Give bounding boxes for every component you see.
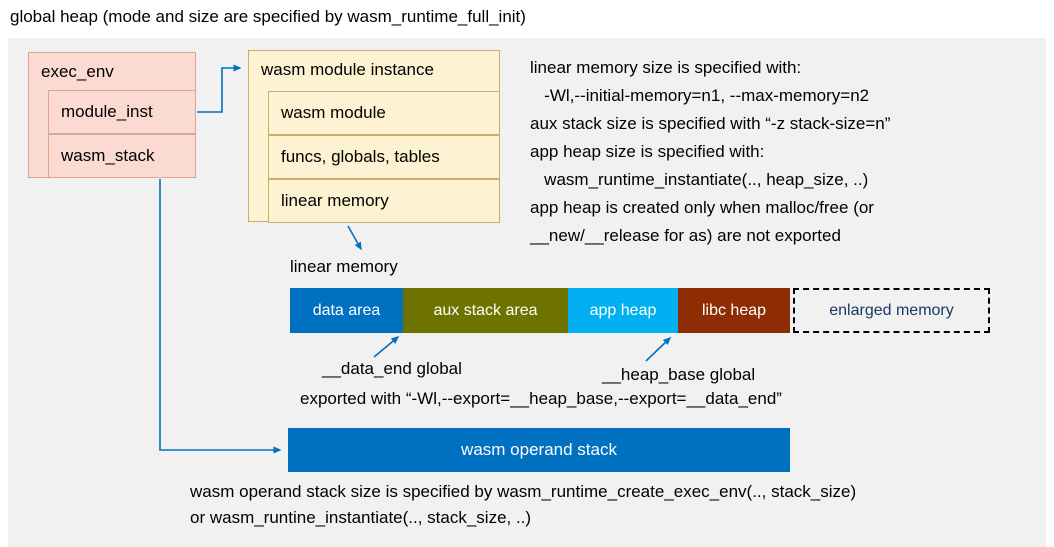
segment-aux-stack-area: aux stack area <box>403 288 568 333</box>
data-end-global-label: __data_end global <box>322 359 462 378</box>
wasm-module-instance-title: wasm module instance <box>261 60 434 79</box>
exported-with-label: exported with “-Wl,--export=__heap_base,… <box>300 389 782 408</box>
module-instance-item-wasm-module: wasm module <box>268 91 500 135</box>
note-line: __new/__release for as) are not exported <box>530 226 841 245</box>
module-instance-item-funcs-globals-tables: funcs, globals, tables <box>268 135 500 179</box>
note-line: -Wl,--initial-memory=n1, --max-memory=n2 <box>530 86 870 105</box>
exec-env-item-wasm-stack: wasm_stack <box>48 134 196 178</box>
bottom-notes-block: wasm operand stack size is specified by … <box>190 479 856 531</box>
segment-data-area: data area <box>290 288 403 333</box>
wasm-module-instance-box: wasm module instance wasm module funcs, … <box>248 50 500 223</box>
note-line: app heap size is specified with: <box>530 142 765 161</box>
wasm-operand-stack-label: wasm operand stack <box>461 440 617 459</box>
note-line: wasm_runtime_instantiate(.., heap_size, … <box>530 170 869 189</box>
right-notes-block: linear memory size is specified with: -W… <box>530 54 1042 250</box>
wasm-stack-label: wasm_stack <box>61 146 155 165</box>
segment-app-heap: app heap <box>568 288 678 333</box>
linear-memory-row-label: linear memory <box>281 191 389 210</box>
segment-app-heap-label: app heap <box>589 301 657 319</box>
note-line: or wasm_runtine_instantiate(.., stack_si… <box>190 508 532 527</box>
note-line: aux stack size is specified with “-z sta… <box>530 114 891 133</box>
note-line: linear memory size is specified with: <box>530 58 802 77</box>
segment-data-area-label: data area <box>312 301 381 319</box>
linear-memory-caption: linear memory <box>290 257 398 276</box>
module-instance-item-linear-memory: linear memory <box>268 179 500 223</box>
exec-env-title: exec_env <box>41 62 114 81</box>
note-line: wasm operand stack size is specified by … <box>190 482 857 501</box>
segment-libc-heap-label: libc heap <box>701 301 767 319</box>
segment-libc-heap: libc heap <box>678 288 790 333</box>
heap-base-global-label: __heap_base global <box>602 365 756 384</box>
segment-enlarged-memory-label: enlarged memory <box>829 301 954 319</box>
module-inst-label: module_inst <box>61 102 153 121</box>
note-line: app heap is created only when malloc/fre… <box>530 198 874 217</box>
funcs-globals-tables-label: funcs, globals, tables <box>281 147 440 166</box>
wasm-module-label: wasm module <box>281 103 386 122</box>
exec-env-box: exec_env module_inst wasm_stack <box>28 52 196 178</box>
exec-env-item-module-inst: module_inst <box>48 90 196 134</box>
linear-memory-bar: data area aux stack area app heap libc h… <box>290 288 990 333</box>
segment-enlarged-memory: enlarged memory <box>793 288 990 333</box>
segment-aux-stack-area-label: aux stack area <box>433 301 538 319</box>
diagram-title: global heap (mode and size are specified… <box>10 7 526 26</box>
wasm-operand-stack-bar: wasm operand stack <box>288 428 790 472</box>
